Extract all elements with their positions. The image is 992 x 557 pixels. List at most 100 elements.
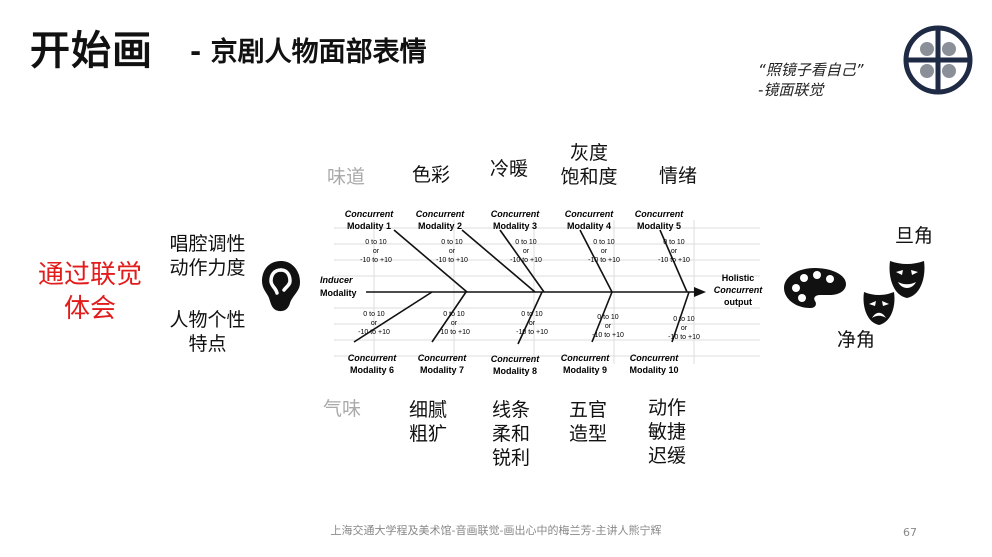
modality-label: Modality 7: [420, 365, 464, 375]
bone-line: [431, 291, 467, 343]
top-branch-4: Concurrent Modality 4 0 to 10 or -10 to …: [565, 209, 620, 293]
character-line-2: 特点: [188, 333, 227, 355]
bottom-branch-10: 0 to 10 or -10 to +10 Concurrent Modalit…: [629, 291, 700, 375]
range-line-3: -10 to +10: [588, 257, 620, 264]
top-branch-2: Concurrent Modality 2 0 to 10 or -10 to …: [416, 209, 536, 293]
move-line-1: 动作: [647, 397, 686, 419]
bone-line: [591, 291, 613, 343]
output-line-2: Concurrent: [714, 285, 764, 295]
label-fine-coarse: 细腻 粗犷: [403, 398, 453, 446]
range-line-1: 0 to 10: [363, 311, 385, 318]
concurrent-label: Concurrent: [348, 353, 398, 363]
range-line-3: -10 to +10: [438, 329, 470, 336]
range-line-1: 0 to 10: [593, 239, 615, 246]
bone-line: [393, 229, 468, 293]
inducer-line-1: Inducer: [320, 275, 353, 285]
line-line-2: 柔和: [491, 423, 530, 445]
modality-label: Modality 2: [418, 221, 462, 231]
page-subtitle: - 京剧人物面部表情: [190, 37, 427, 68]
palette-icon: [784, 268, 846, 308]
concurrent-label: Concurrent: [491, 209, 541, 219]
range-line-3: -10 to +10: [360, 257, 392, 264]
line-line-3: 锐利: [491, 447, 530, 469]
concurrent-label: Concurrent: [630, 353, 680, 363]
bottom-branch-7: 0 to 10 or -10 to +10 Concurrent Modalit…: [418, 291, 470, 375]
bottom-branch-6: 0 to 10 or -10 to +10 Concurrent Modalit…: [348, 291, 433, 375]
move-line-3: 迟缓: [647, 445, 686, 467]
modality-label: Modality 9: [563, 365, 607, 375]
output-line-3: output: [724, 297, 752, 307]
bone-line: [517, 291, 543, 345]
logo-icon: [903, 25, 973, 95]
page-title: 开始画: [30, 28, 153, 74]
top-branch-5: Concurrent Modality 5 0 to 10 or -10 to …: [635, 209, 690, 293]
label-movement: 动作 敏捷 迟缓: [642, 396, 692, 468]
bone-line: [499, 229, 545, 293]
modality-label: Modality 6: [350, 365, 394, 375]
bottom-branch-9: 0 to 10 or -10 to +10 Concurrent Modalit…: [561, 291, 624, 375]
label-line-quality: 线条 柔和 锐利: [486, 398, 536, 470]
range-line-1: 0 to 10: [673, 316, 695, 323]
bone-line: [353, 291, 433, 343]
label-emotion: 情绪: [658, 165, 697, 187]
bone-line: [671, 291, 690, 343]
ear-icon: [262, 261, 300, 312]
range-line-1: 0 to 10: [365, 239, 387, 246]
quote-line-1: “照镜子看自己”: [758, 61, 864, 79]
concurrent-label: Concurrent: [565, 209, 615, 219]
face-line-1: 五官: [568, 399, 607, 421]
gray-line-2: 饱和度: [560, 166, 618, 188]
character-label: 人物个性 特点: [160, 308, 255, 356]
range-line-1: 0 to 10: [521, 311, 543, 318]
range-line-2: or: [671, 248, 678, 255]
label-color: 色彩: [411, 164, 450, 186]
range-line-3: -10 to +10: [516, 329, 548, 336]
range-line-1: 0 to 10: [515, 239, 537, 246]
range-line-1: 0 to 10: [597, 314, 619, 321]
move-line-2: 敏捷: [647, 421, 686, 443]
modality-label: Modality 10: [629, 365, 678, 375]
range-line-2: or: [449, 248, 456, 255]
range-line-2: or: [373, 248, 380, 255]
happy-mask-icon: [889, 261, 925, 298]
label-taste: 味道: [327, 166, 366, 188]
range-line-3: -10 to +10: [358, 329, 390, 336]
concurrent-label: Concurrent: [635, 209, 685, 219]
range-line-2: or: [523, 248, 530, 255]
range-line-2: or: [529, 320, 536, 327]
range-line-1: 0 to 10: [663, 239, 685, 246]
action-line: 动作力度: [169, 257, 246, 279]
output-line-1: Holistic: [722, 273, 755, 283]
concurrent-label: Concurrent: [561, 353, 611, 363]
label-jing: 净角: [836, 329, 875, 351]
modality-label: Modality 8: [493, 366, 537, 376]
face-line-2: 造型: [568, 423, 607, 445]
fishbone-diagram: Inducer Modality Holistic Concurrent out…: [320, 209, 764, 376]
top-branch-1: Concurrent Modality 1 0 to 10 or -10 to …: [345, 209, 468, 293]
bone-line: [579, 229, 613, 293]
range-line-1: 0 to 10: [443, 311, 465, 318]
range-line-2: or: [601, 248, 608, 255]
character-line-1: 人物个性: [169, 309, 246, 331]
range-line-3: -10 to +10: [658, 257, 690, 264]
spine-arrow: [694, 287, 706, 297]
range-line-2: or: [605, 323, 612, 330]
fine-line-2: 粗犷: [408, 423, 447, 445]
modality-label: Modality 3: [493, 221, 537, 231]
range-line-3: -10 to +10: [510, 257, 542, 264]
concurrent-label: Concurrent: [416, 209, 466, 219]
quote: “照镜子看自己” -镜面联觉: [758, 60, 864, 100]
gray-line-1: 灰度: [569, 142, 608, 164]
bone-line: [461, 229, 536, 293]
range-line-3: -10 to +10: [436, 257, 468, 264]
red-line-1: 通过联觉: [37, 260, 142, 290]
synesthesia-label: 通过联觉 体会: [30, 258, 150, 326]
bottom-branch-8: 0 to 10 or -10 to +10 Concurrent Modalit…: [491, 291, 548, 376]
footer-text: 上海交通大学程及美术馆-音画联觉-画出心中的梅兰芳-主讲人熊宁辉: [330, 524, 662, 537]
range-line-3: -10 to +10: [592, 332, 624, 339]
modality-label: Modality 4: [567, 221, 611, 231]
red-line-2: 体会: [63, 294, 116, 324]
label-warmcool: 冷暖: [489, 158, 528, 180]
range-line-3: -10 to +10: [668, 334, 700, 341]
bone-line: [659, 229, 688, 293]
